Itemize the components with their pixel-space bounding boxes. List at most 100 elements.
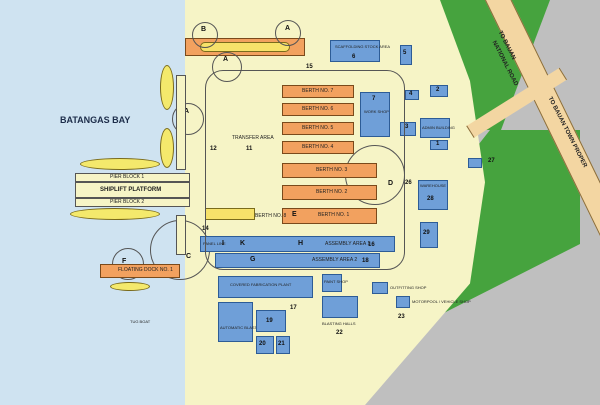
number-26: 26	[405, 180, 412, 186]
admin-building	[420, 118, 450, 138]
number-4: 4	[409, 91, 413, 97]
covered-fabrication	[218, 276, 313, 298]
number-1: 1	[436, 141, 440, 147]
berth-4-label: BERTH NO. 4	[302, 144, 334, 150]
assembly-area-1	[200, 236, 395, 252]
motorpool-label: MOTORPOOL / VEHICLE SHOP	[412, 299, 471, 304]
outfitting-label: OUTFITTING SHOP	[390, 285, 427, 290]
building-21	[276, 336, 290, 354]
transfer-number: 11	[246, 146, 253, 152]
assembly-area-2-label: ASSEMBLY AREA 2	[312, 257, 358, 263]
building-20	[256, 336, 274, 354]
berth-7	[282, 85, 354, 98]
crane-circle-a-mid	[212, 52, 242, 82]
letter-a-left: A	[184, 108, 190, 115]
number-15: 15	[306, 64, 313, 70]
number-18: 18	[362, 258, 369, 264]
berth-5-label: BERTH NO. 5	[302, 125, 334, 131]
berth-6	[282, 103, 354, 116]
number-6: 6	[352, 54, 356, 60]
berth-5	[282, 122, 354, 135]
berth-3	[282, 163, 377, 178]
scaffolding-building	[330, 40, 380, 62]
admin-label: ADMIN BUILDING	[422, 125, 455, 130]
warehouse-label: WAREHOUSE	[420, 183, 447, 188]
crane-circle-a-top	[275, 20, 301, 46]
berth-7-label: BERTH NO. 7	[302, 88, 334, 94]
number-16: 16	[368, 242, 375, 248]
moored-ship-2	[160, 128, 174, 168]
moored-ship-3	[80, 158, 160, 170]
bay-label: BATANGAS BAY	[60, 115, 131, 125]
blasting-halls	[322, 296, 358, 318]
letter-e: E	[292, 211, 297, 218]
berth-8-label: BERTH NO. 8	[255, 213, 287, 219]
letter-k: K	[240, 240, 246, 247]
berth-6-label: BERTH NO. 6	[302, 106, 334, 112]
pier-block-3	[176, 75, 186, 170]
outfitting-shop	[372, 282, 388, 294]
shiplift-platform	[75, 182, 190, 198]
auto-blasting-label: AUTOMATIC BLASTING PLANT	[220, 325, 279, 330]
berth-2-label: BERTH NO. 2	[316, 189, 348, 195]
crane-circle-b	[192, 22, 218, 48]
letter-f: F	[122, 258, 127, 265]
building-4	[405, 90, 419, 100]
paint-shop	[322, 274, 342, 292]
number-12: 12	[210, 146, 217, 152]
letter-a-top: A	[285, 25, 291, 32]
transfer-area-label: TRANSFER AREA	[232, 135, 274, 141]
floating-dock	[100, 264, 180, 278]
number-29: 29	[423, 230, 430, 236]
berth-2	[282, 185, 377, 200]
shiplift-label: SHIPLIFT PLATFORM	[100, 187, 162, 193]
number-19: 19	[266, 318, 273, 324]
work-shop	[360, 92, 390, 137]
number-27: 27	[488, 158, 495, 164]
paint-shop-label: PAINT SHOP	[324, 279, 348, 284]
panel-line-label: PANEL LINE	[203, 241, 226, 246]
building-2	[430, 85, 448, 97]
berth-1-label: BERTH NO. 1	[318, 212, 350, 218]
number-7: 7	[372, 96, 376, 102]
letter-a-mid: A	[223, 56, 229, 63]
pier-block-1	[75, 173, 190, 182]
automatic-blasting	[218, 302, 253, 342]
pier-block-2	[75, 198, 190, 207]
berth-1	[282, 208, 377, 224]
building-29	[420, 222, 438, 248]
letter-b: B	[201, 26, 207, 33]
number-17: 17	[290, 305, 297, 311]
pier-block-2-label: PIER BLOCK 2	[110, 199, 145, 205]
letter-h: H	[298, 240, 304, 247]
pier-block-4	[176, 215, 186, 255]
letter-i: I	[222, 240, 224, 247]
number-2: 2	[436, 87, 440, 93]
warehouse	[418, 180, 448, 210]
moored-ship-1	[160, 65, 174, 110]
building-27	[468, 158, 482, 168]
tug-boat-label: TUG BOAT	[130, 319, 151, 324]
internal-road-ring	[205, 70, 405, 270]
number-5: 5	[403, 50, 407, 56]
number-20: 20	[259, 341, 266, 347]
number-22: 22	[336, 330, 343, 336]
berth-3-label: BERTH NO. 3	[316, 167, 348, 173]
number-21: 21	[278, 341, 285, 347]
building-5	[400, 45, 412, 65]
pier-block-1-label: PIER BLOCK 1	[110, 174, 145, 180]
berth-4	[282, 141, 354, 154]
work-shop-label: WORK SHOP	[364, 109, 389, 114]
tug-boat-ship	[110, 282, 150, 291]
crane-circle-a-left	[172, 103, 204, 135]
covered-fab-label: COVERED FABRICATION PLANT	[230, 282, 292, 287]
floating-dock-label: FLOATING DOCK NO. 1	[118, 267, 173, 273]
letter-d: D	[388, 180, 394, 187]
building-19	[256, 310, 286, 332]
moored-ship-4	[70, 208, 160, 220]
scaffolding-label: SCAFFOLDING STOCK AREA	[335, 44, 391, 49]
motorpool	[396, 296, 410, 308]
building-1	[430, 140, 448, 150]
blasting-halls-label: BLASTING HALLS	[322, 321, 356, 326]
